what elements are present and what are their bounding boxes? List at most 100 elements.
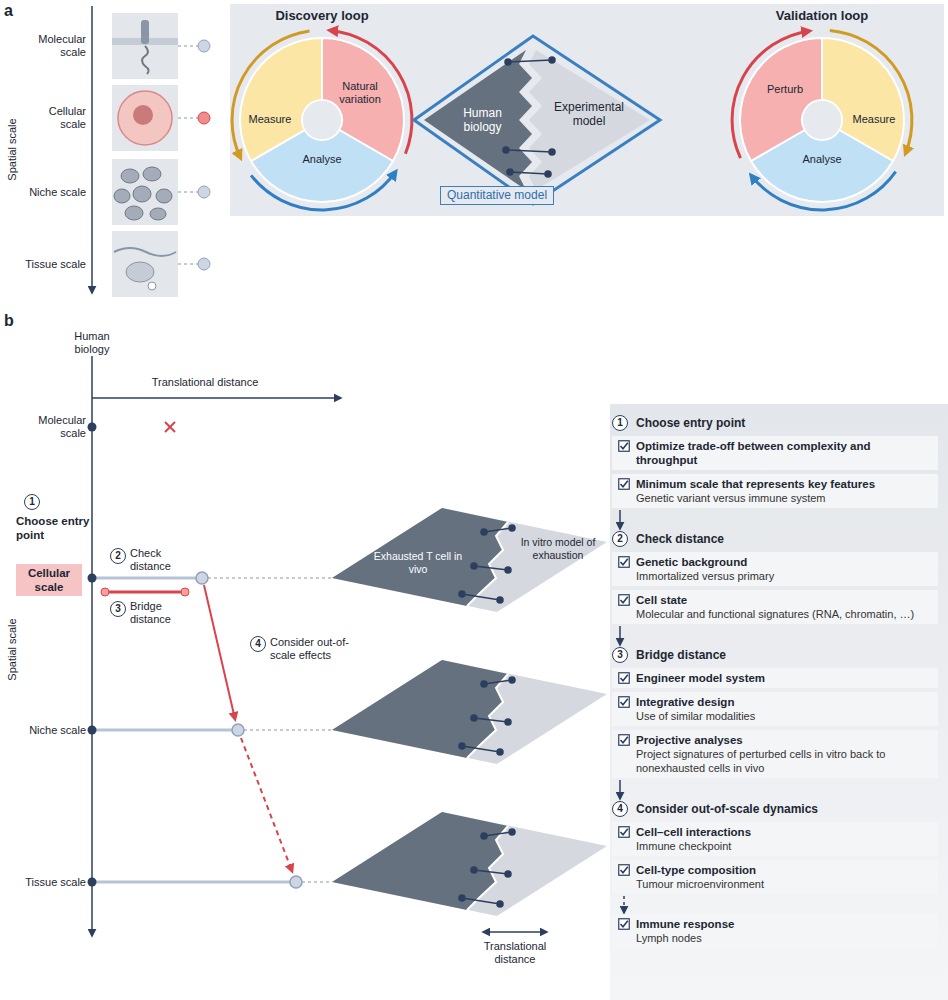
axis-label: Spatial scale: [6, 100, 19, 200]
art-circle: [88, 423, 97, 432]
checklist-item: Genetic backgroundImmortalized versus pr…: [612, 552, 938, 586]
art-circle: [101, 588, 109, 596]
loop-title: Discovery loop: [262, 8, 382, 24]
art-line: [92, 881, 290, 884]
panel-letter: b: [4, 312, 24, 330]
discovery-loop: Discovery loopNatural variationMeasureAn…: [234, 8, 410, 212]
art-path: [251, 172, 396, 210]
art-g: [503, 57, 555, 177]
art-path: [740, 38, 822, 161]
checkbox: [618, 734, 630, 746]
callout-number: 3: [612, 647, 628, 663]
node-text: In vitro model of exhaustion: [517, 536, 599, 562]
step-label: Check distance: [130, 547, 190, 573]
art-line: [508, 60, 552, 62]
art-line: [204, 585, 235, 719]
art-g: [208, 578, 332, 882]
step-label: Consider out-of-scale effects: [270, 636, 350, 662]
art-rect: [619, 735, 630, 746]
loop-step: Perturb: [760, 83, 810, 96]
flow-arrow: [619, 780, 621, 799]
art-rect: [619, 865, 630, 876]
item-title: Cell-type composition: [636, 863, 932, 877]
art-rect: [619, 595, 630, 606]
item-title: Optimize trade-off between complexity an…: [636, 439, 932, 467]
art-line: [165, 422, 175, 432]
checkbox: [618, 594, 630, 606]
validation-loop: Validation loopPerturbMeasureAnalyse: [734, 8, 910, 212]
checkbox: [618, 478, 630, 490]
art-ellipse: [133, 186, 151, 202]
art-path: [751, 172, 896, 210]
art-rect: [619, 479, 630, 490]
item-title: Engineer model system: [636, 671, 932, 685]
art-circle: [545, 171, 551, 177]
art-path: [732, 31, 809, 158]
checkbox: [618, 826, 630, 838]
art-line: [178, 264, 198, 265]
checklist-item: Cell stateMolecular and functional signa…: [612, 590, 938, 624]
art-g: [114, 167, 172, 220]
checklist-item: Cell-type compositionTumour microenviron…: [612, 860, 938, 894]
art-g: [240, 38, 404, 202]
art-use: [332, 660, 607, 764]
art-rect: [619, 827, 630, 838]
art-g: [732, 30, 912, 210]
art-line: [105, 591, 185, 594]
loop-step: Measure: [849, 113, 899, 126]
scale-label: Tissue scale: [24, 876, 86, 889]
art-line: [178, 46, 198, 47]
art-path: [232, 31, 309, 158]
art-circle: [232, 724, 244, 736]
checklist-item: Engineer model system: [612, 668, 938, 688]
art-path: [621, 921, 628, 927]
axis-label: Human biology: [57, 330, 127, 356]
art-circle: [133, 105, 153, 125]
art-ellipse: [121, 169, 139, 183]
art-line: [91, 356, 93, 935]
art-circle: [88, 878, 97, 887]
checklist-item: Immune responseLymph nodes: [612, 914, 938, 948]
checklist-item: Integrative designUse of similar modalit…: [612, 692, 938, 726]
art-path: [621, 699, 628, 705]
scale-label: Niche scale: [24, 724, 86, 737]
art-circle: [549, 149, 555, 155]
loop-step: Natural variation: [330, 80, 390, 106]
art-line: [506, 150, 552, 152]
art-circle: [181, 588, 189, 596]
node-text: Exhausted T cell in vivo: [372, 550, 464, 576]
callout-number: 4: [612, 801, 628, 817]
scale-label: Cellular scale: [24, 105, 86, 131]
art-rect: [619, 557, 630, 568]
art-circle: [148, 282, 156, 290]
item-title: Cell state: [636, 593, 932, 607]
art-line: [178, 192, 198, 193]
item-note: Use of similar modalities: [636, 709, 932, 723]
step-heading: Bridge distance: [636, 646, 938, 664]
checkbox: [618, 672, 630, 684]
step-section: 1Choose entry pointOptimize trade-off be…: [612, 414, 938, 508]
art-path: [830, 30, 912, 153]
art-rect: [619, 441, 630, 452]
scale-label: Tissue scale: [24, 258, 86, 271]
item-note: Molecular and functional signatures (RNA…: [636, 607, 932, 621]
art-line: [92, 729, 232, 732]
art-line: [178, 118, 198, 119]
art-circle: [503, 147, 509, 153]
art-line: [91, 6, 93, 292]
art-ellipse: [156, 189, 172, 203]
step-section: 2Check distanceGenetic backgroundImmorta…: [612, 530, 938, 624]
art-path: [621, 675, 628, 681]
art-circle: [290, 876, 302, 888]
art-g: [732, 30, 912, 210]
step-heading: Check distance: [636, 530, 938, 548]
art-g: [232, 30, 412, 210]
art-circle: [549, 57, 555, 63]
art-path: [621, 481, 628, 487]
checklist-item: Cell–cell interactionsImmune checkpoint: [612, 822, 938, 856]
art-circle: [198, 112, 210, 124]
model-plane: Experimental model: [546, 100, 632, 128]
flow-arrow: [619, 510, 621, 529]
art-line: [92, 577, 196, 580]
art-circle: [118, 91, 172, 145]
